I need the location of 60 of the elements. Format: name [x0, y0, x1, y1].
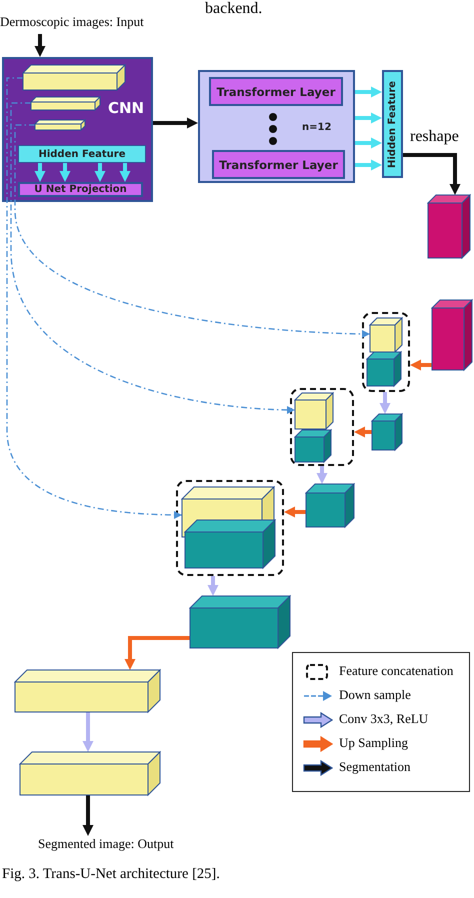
- feature-bar: Hidden Feature: [382, 70, 403, 178]
- arrow: [284, 506, 306, 518]
- text-label: Dermoscopic images: Input: [0, 14, 168, 34]
- body-text: backend.: [205, 0, 262, 18]
- feature-map-block: [372, 414, 402, 450]
- legend-text: Up Sampling: [339, 735, 408, 751]
- arrow: [410, 360, 432, 370]
- feature-map-block: [428, 195, 470, 258]
- arrow: [82, 795, 94, 836]
- feature-map-block: [185, 520, 275, 568]
- arrow: [316, 466, 328, 484]
- layer-box: Transformer Layer: [212, 150, 345, 179]
- panel-title: CNN: [108, 99, 144, 117]
- skip-connection-arrow: [14, 124, 370, 338]
- feature-map-block: [35, 120, 85, 130]
- arrow: [354, 426, 372, 438]
- concatenation-box: [290, 388, 354, 466]
- arrow: [120, 163, 130, 182]
- arrow: [380, 392, 390, 414]
- feature-map-block: [295, 393, 333, 429]
- feature-map-block: [370, 318, 402, 352]
- legend-text: Feature concatenation: [339, 663, 454, 679]
- arrow: [355, 160, 382, 170]
- arrow: [355, 138, 382, 148]
- feature-map-block: [20, 752, 160, 795]
- feature-map-block: [367, 352, 401, 386]
- feature-bar: Hidden Feature: [18, 145, 146, 163]
- arrow: [403, 153, 460, 195]
- arrow: [94, 163, 106, 182]
- cnn-panel: [2, 57, 153, 202]
- text-label: Segmented image: Output: [38, 836, 210, 856]
- arrow: [124, 636, 190, 670]
- arrow: [153, 118, 198, 128]
- arrow: [34, 34, 46, 57]
- arrow: [60, 163, 70, 182]
- feature-map-block: [295, 430, 331, 462]
- feature-map-block: [190, 596, 290, 648]
- skip-connection-arrow: [10, 102, 296, 414]
- layer-box: U Net Projection: [18, 182, 143, 197]
- arrow: [208, 576, 218, 596]
- repeat-count-text: n=12: [302, 122, 332, 133]
- arrow: [355, 86, 382, 98]
- feature-map-block: [432, 300, 472, 370]
- concatenation-box: [176, 480, 284, 576]
- arrow: [82, 712, 94, 752]
- edge-label: reshape: [410, 128, 459, 146]
- arrow: [355, 112, 382, 124]
- skip-connection-arrow: [6, 77, 182, 519]
- layer-box: Transformer Layer: [209, 77, 343, 106]
- feature-map-block: [306, 484, 354, 527]
- transformer-panel: [198, 70, 355, 183]
- legend-text: Down sample: [339, 687, 411, 703]
- concatenation-box: [362, 312, 410, 392]
- arrow: [34, 163, 46, 182]
- feature-map-block: [31, 97, 100, 110]
- figure-caption: Fig. 3. Trans-U-Net architecture [25].: [2, 866, 220, 883]
- feature-map-block: [23, 65, 125, 90]
- legend-text: Conv 3x3, ReLU: [339, 711, 428, 727]
- legend-text: Segmentation: [339, 759, 410, 775]
- feature-map-block: [15, 670, 160, 712]
